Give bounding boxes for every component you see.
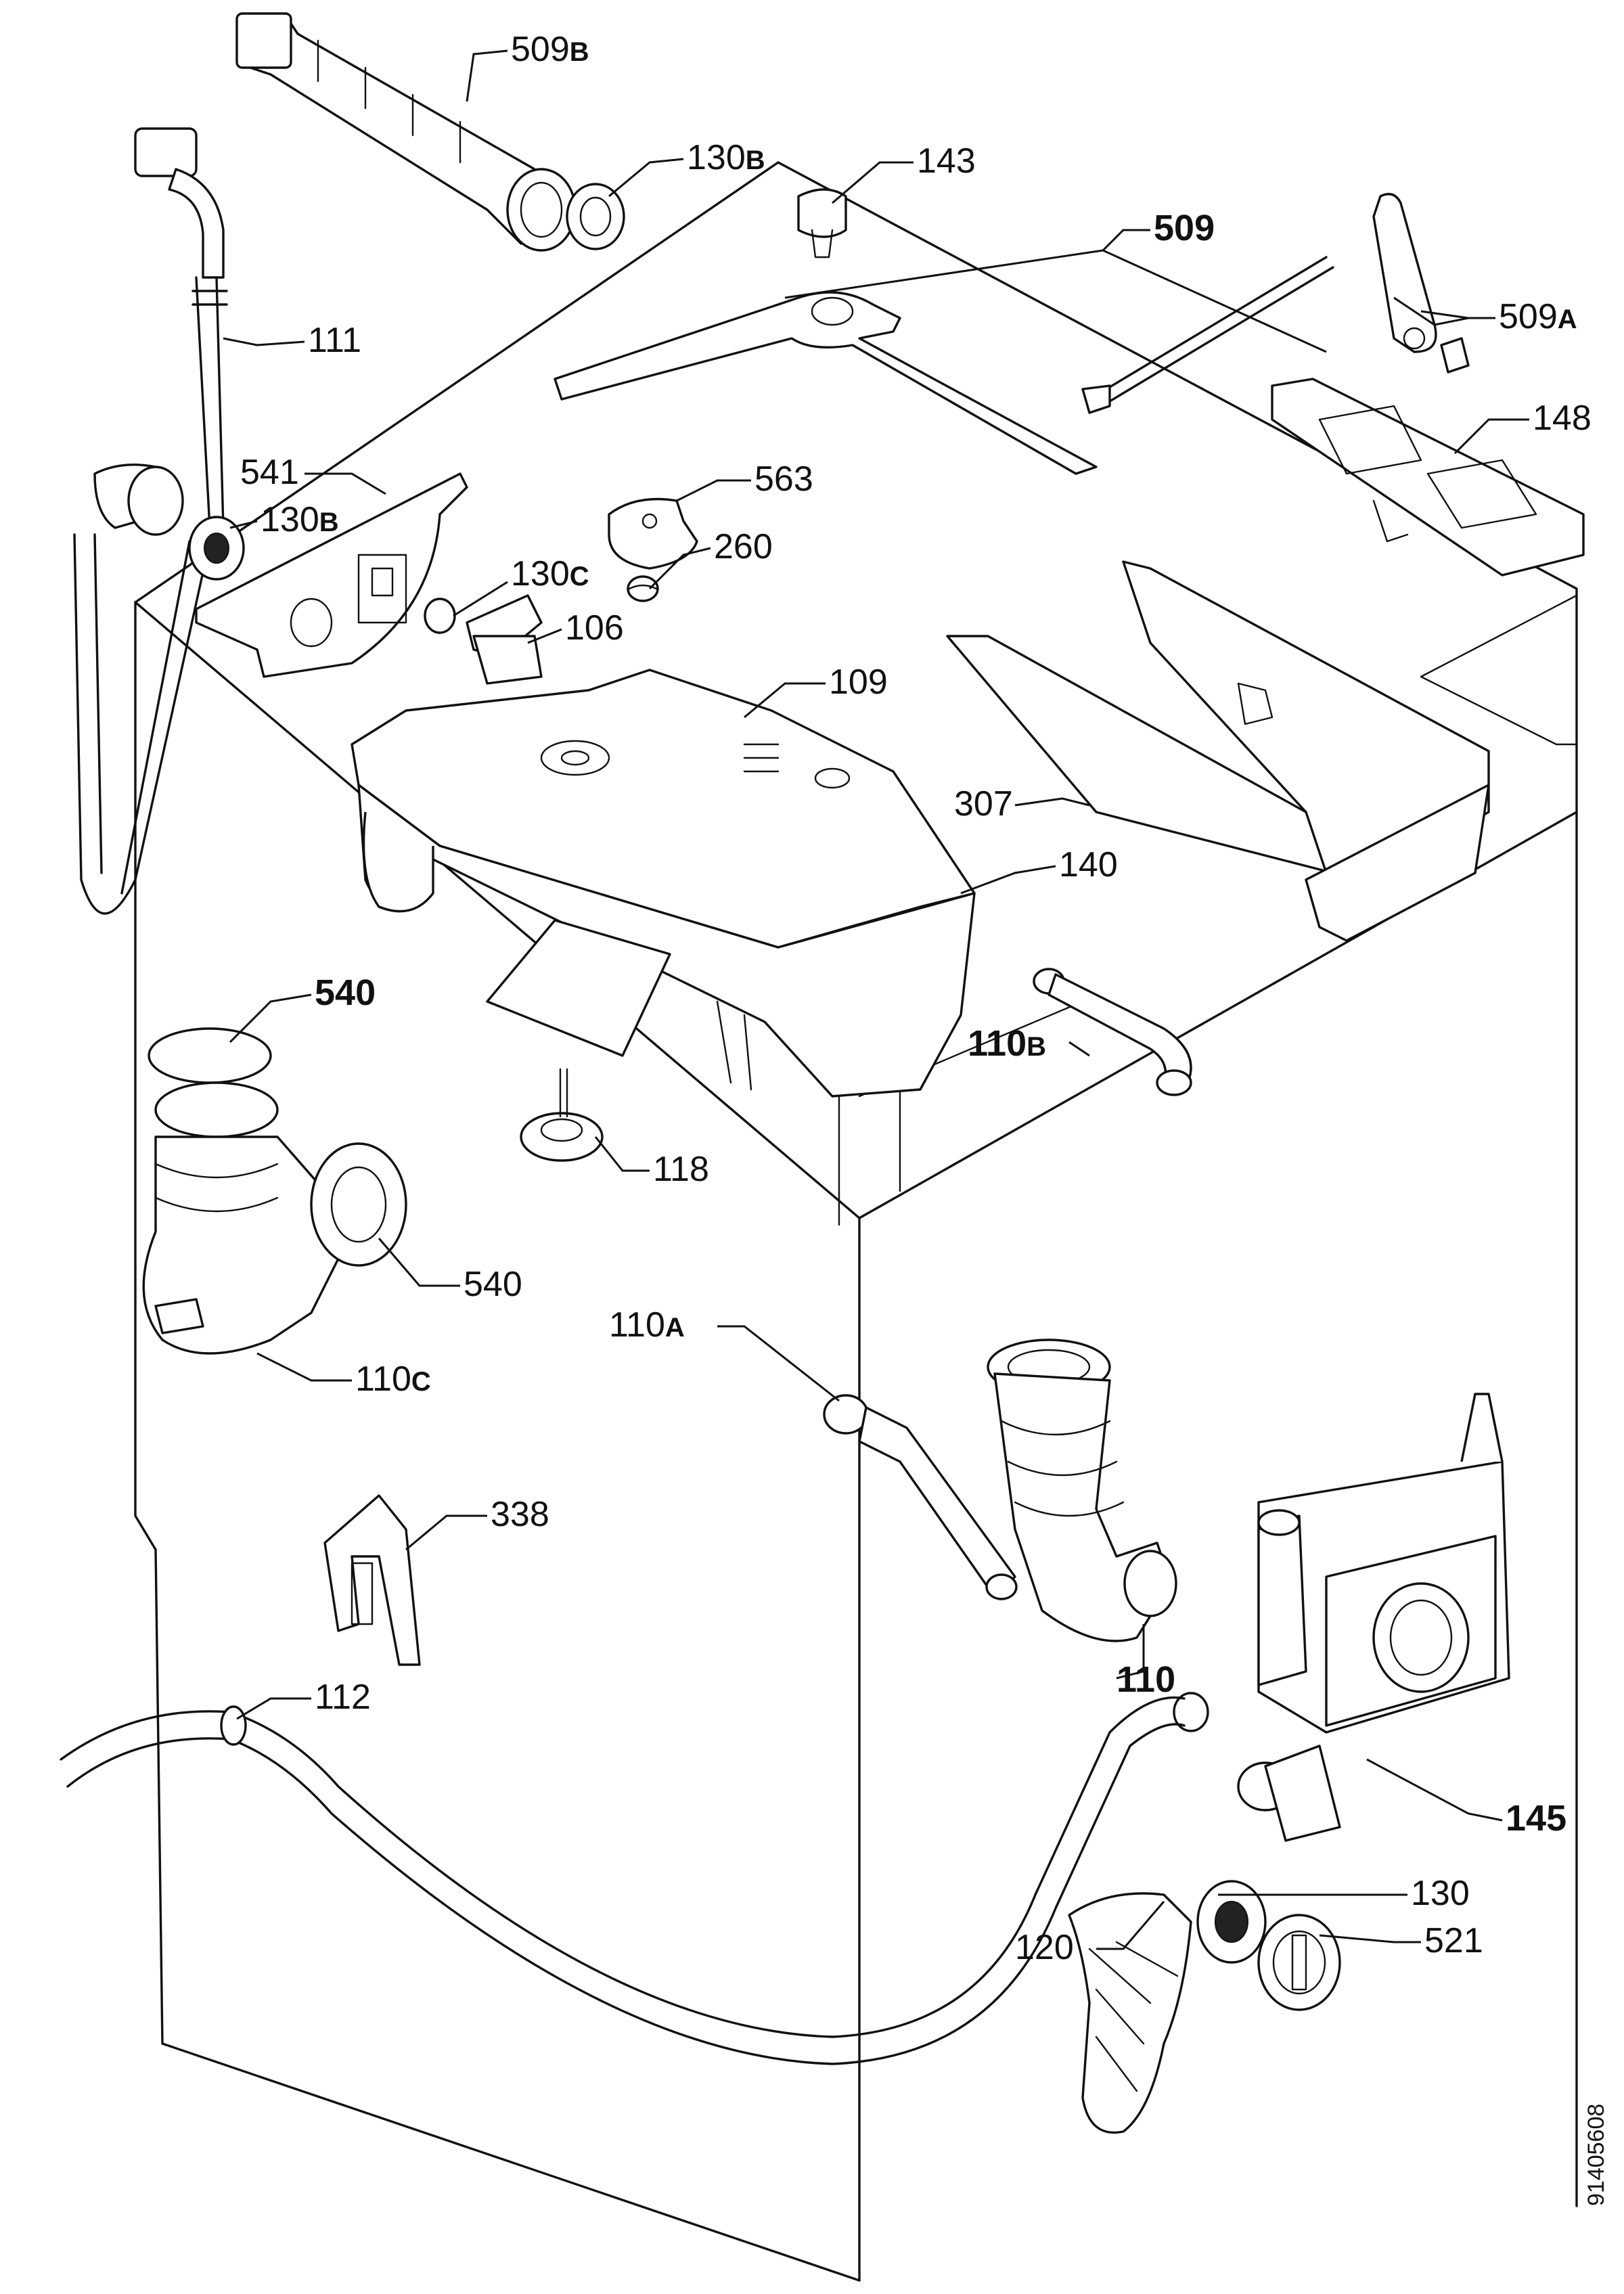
part-509b-inlet-pipe [235, 12, 577, 252]
part-120-filter [1068, 1892, 1192, 2134]
label-130: 130 [1411, 1874, 1470, 1913]
leader-lines [223, 49, 1529, 1950]
label-106: 106 [565, 608, 624, 648]
label-130b-mid: 130B [261, 500, 339, 539]
label-118: 118 [653, 1150, 709, 1189]
label-109: 109 [829, 662, 888, 702]
part-509-lever [554, 256, 1334, 475]
part-140-dispenser-housing [357, 784, 976, 1098]
part-521-filter-cap [1257, 1914, 1341, 2011]
part-110-bellows [987, 1339, 1177, 1642]
part-112-drain-hose [60, 1696, 1186, 2065]
label-540-top: 540 [315, 972, 376, 1013]
part-110b-hose [1033, 968, 1192, 1096]
label-509: 509 [1154, 208, 1215, 248]
part-130b-top-ring [566, 183, 625, 250]
label-143: 143 [917, 141, 976, 181]
part-111-hose-lower [73, 464, 211, 915]
part-110c-pump-housing [142, 1027, 407, 1355]
cabinet-outline [134, 161, 1578, 2282]
part-110a-hose [823, 1394, 1018, 1600]
label-307: 307 [954, 784, 1013, 824]
label-509a: 509A [1499, 297, 1577, 336]
callout-labels: 509B 130B 143 509 509A 111 148 541 563 1… [240, 30, 1609, 2206]
label-120: 120 [1015, 1928, 1074, 1967]
part-307-detergent-drawer [946, 560, 1490, 942]
label-260: 260 [714, 527, 773, 566]
label-110c: 110C [355, 1359, 431, 1399]
part-111-inlet-hose [134, 127, 228, 529]
label-145: 145 [1506, 1798, 1566, 1839]
drawing-code: 91405608 [1583, 2104, 1609, 2206]
part-130-filter-seal [1196, 1880, 1267, 1964]
label-540-bot: 540 [464, 1265, 522, 1304]
part-148-dispenser-cover [1271, 378, 1585, 577]
label-110: 110 [1116, 1659, 1175, 1700]
label-148: 148 [1533, 399, 1592, 438]
part-260-spring [627, 575, 659, 602]
part-541-panel-bracket [195, 472, 468, 678]
label-110b: 110B [968, 1023, 1046, 1064]
label-111: 111 [308, 321, 361, 360]
label-112: 112 [315, 1678, 371, 1717]
label-509b: 509B [511, 30, 589, 69]
label-130b-top: 130B [687, 138, 765, 177]
part-130b-mid-ring [188, 516, 245, 581]
label-563: 563 [754, 459, 813, 499]
label-110a: 110A [609, 1305, 685, 1345]
part-118-wheel [520, 1068, 604, 1162]
label-338: 338 [491, 1495, 549, 1534]
label-541: 541 [240, 453, 299, 492]
part-143-knob [797, 188, 847, 258]
label-130c: 130C [511, 554, 589, 593]
label-140: 140 [1059, 845, 1118, 884]
part-563-cover-plate [608, 497, 698, 570]
part-130c-106-valve [424, 594, 543, 685]
part-509a-arm [1372, 193, 1470, 374]
label-521: 521 [1424, 1921, 1483, 1960]
part-338-clip [323, 1494, 421, 1666]
part-145-pump [1173, 1393, 1510, 1842]
part-109-dispenser-lid [351, 669, 976, 949]
